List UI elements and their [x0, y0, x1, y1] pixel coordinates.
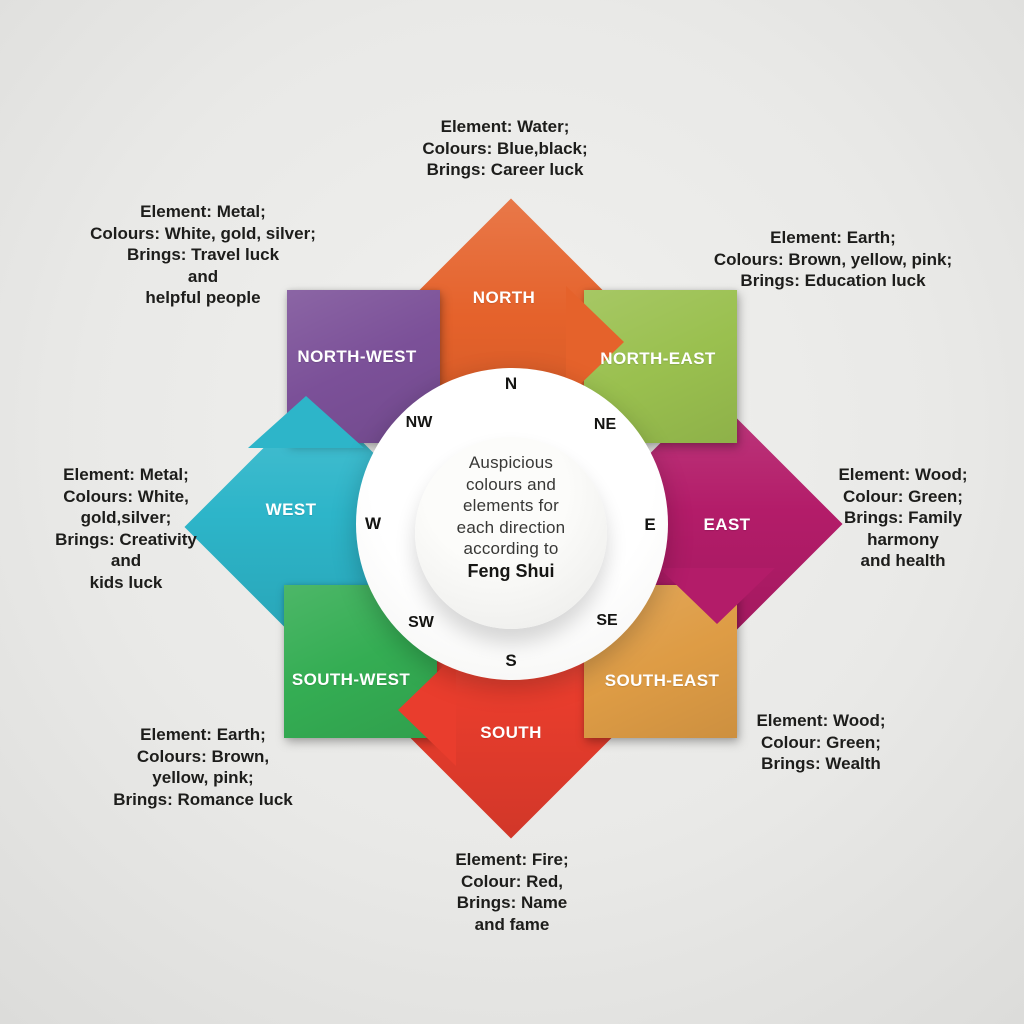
compass-s: S: [505, 651, 517, 670]
south-east-info-text: Element: Wood;Colour: Green;Brings: Weal…: [756, 711, 886, 773]
south-west-info-text: Element: Earth;Colours: Brown,yellow, pi…: [113, 725, 293, 809]
compass-sw: SW: [408, 614, 434, 631]
north-west-shape-label: NORTH-WEST: [297, 347, 417, 366]
compass-nw: NW: [405, 414, 433, 431]
south-west-shape-label: SOUTH-WEST: [291, 670, 411, 689]
compass-w: W: [364, 514, 382, 533]
north-east-shape-label: NORTH-EAST: [600, 349, 716, 368]
north-info-text: Element: Water;Colours: Blue,black;Bring…: [422, 117, 588, 179]
south-east-shape-label: SOUTH-EAST: [604, 671, 720, 690]
compass-ne: NE: [593, 416, 617, 433]
east-shape-label: EAST: [703, 515, 751, 534]
center-disc: [415, 437, 607, 629]
north-east-info-text: Element: Earth;Colours: Brown, yellow, p…: [713, 228, 953, 290]
center-description-emphasis: Feng Shui: [467, 561, 555, 581]
west-info-text: Element: Metal;Colours: White,gold,silve…: [55, 465, 197, 592]
compass-e: E: [644, 515, 656, 534]
compass-n: N: [504, 374, 518, 393]
east-info-text: Element: Wood;Colour: Green;Brings: Fami…: [838, 465, 968, 570]
north-shape-label: NORTH: [472, 288, 536, 307]
south-shape-label: SOUTH: [480, 723, 542, 742]
north-west-info-text: Element: Metal;Colours: White, gold, sil…: [90, 202, 316, 307]
compass-se: SE: [596, 612, 618, 629]
west-shape-label: WEST: [265, 500, 317, 519]
